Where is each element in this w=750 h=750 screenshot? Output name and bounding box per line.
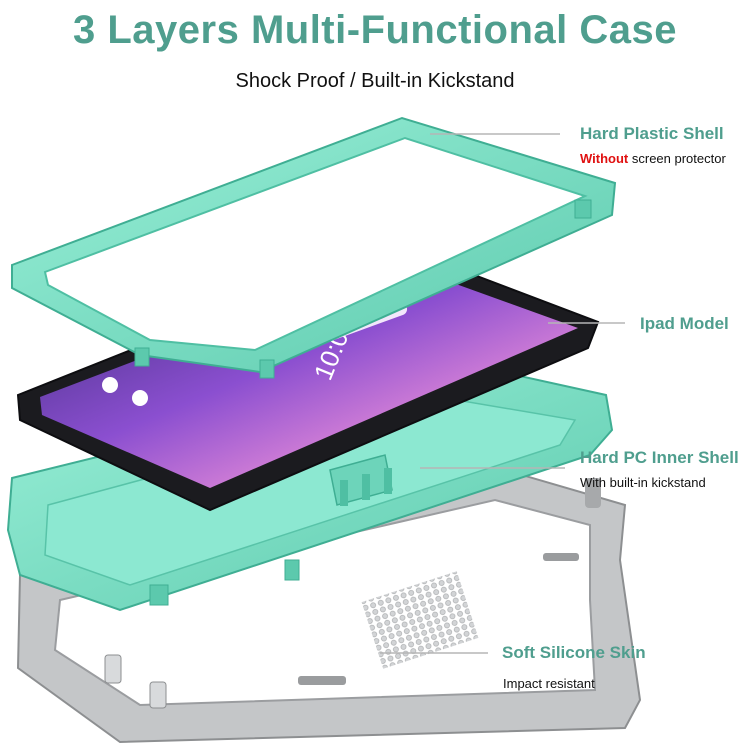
page-title: 3 Layers Multi-Functional Case xyxy=(72,8,678,52)
app-icon xyxy=(102,377,118,393)
label-soft-silicone-skin: Soft Silicone Skin xyxy=(502,643,646,662)
note-warning-word: Without xyxy=(580,151,629,166)
label-hard-plastic-shell: Hard Plastic Shell xyxy=(580,124,724,143)
note-hard-plastic-shell: Without screen protector xyxy=(580,151,726,166)
app-icon xyxy=(132,390,148,406)
note-rest: screen protector xyxy=(628,151,726,166)
page-subtitle: Shock Proof / Built-in Kickstand xyxy=(235,70,515,92)
label-ipad-model: Ipad Model xyxy=(640,314,729,333)
label-hard-pc-inner-shell: Hard PC Inner Shell xyxy=(580,448,739,467)
hard-plastic-shell-layer xyxy=(11,116,617,379)
note-soft-silicone-skin: Impact resistant xyxy=(503,676,595,691)
note-hard-pc-inner-shell: With built-in kickstand xyxy=(580,475,706,490)
